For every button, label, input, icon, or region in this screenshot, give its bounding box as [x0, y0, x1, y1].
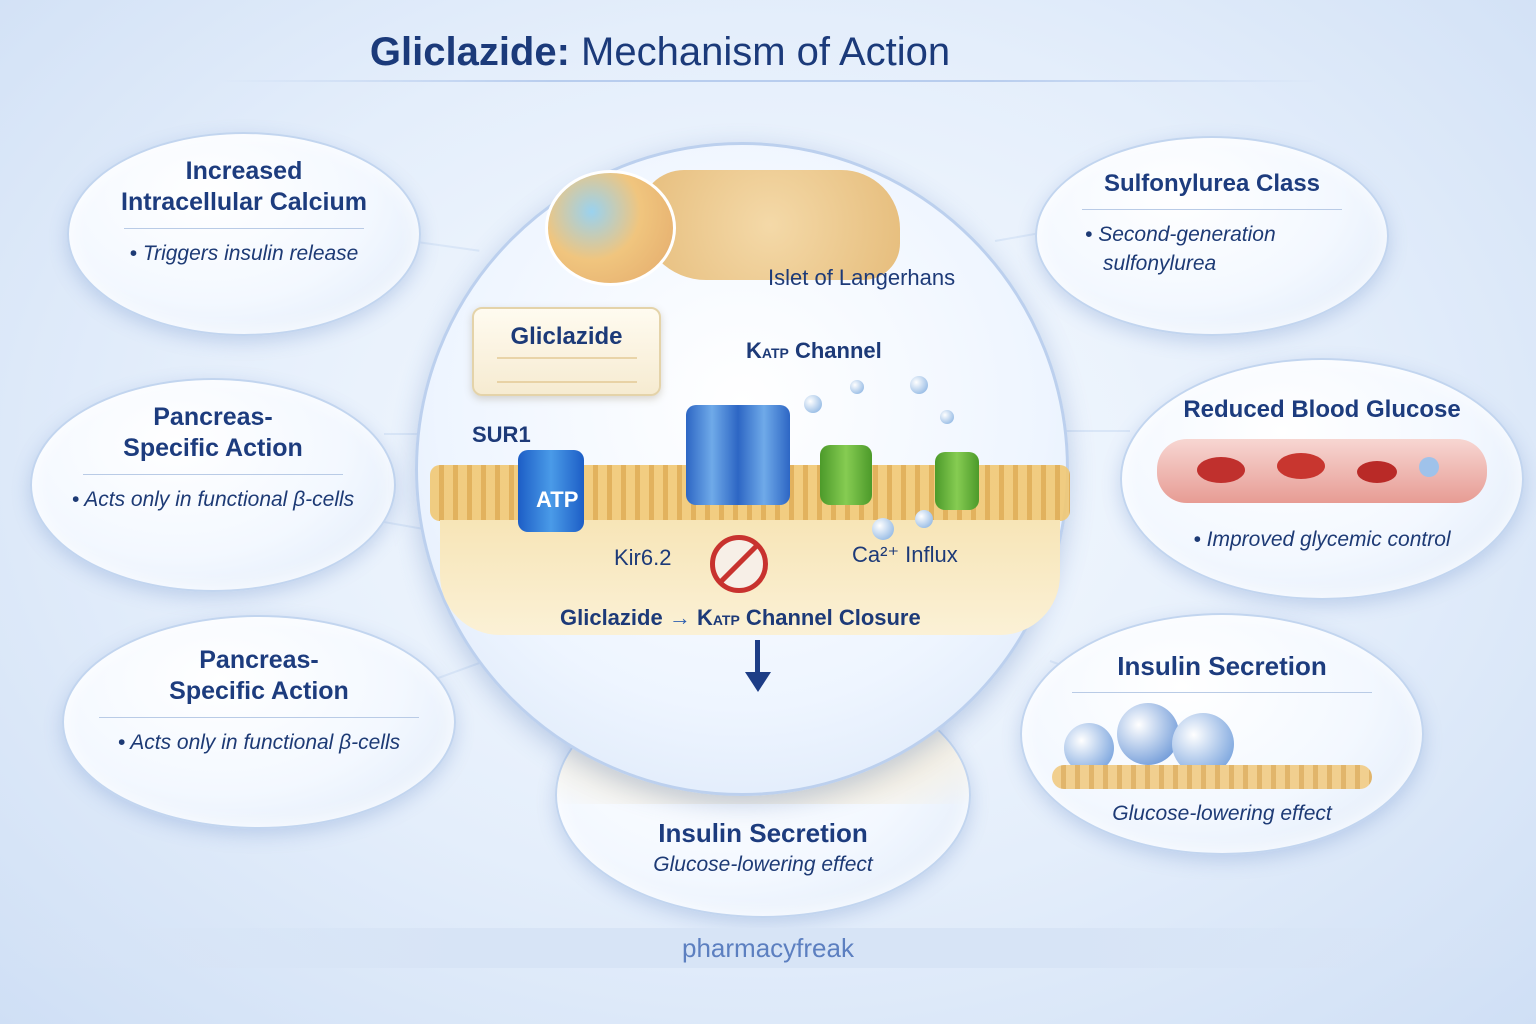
- insulin-granule: [1064, 723, 1114, 773]
- calcium-channel: [820, 445, 872, 505]
- bubble-heading: Specific Action: [123, 434, 303, 462]
- bubble-heading: Insulin Secretion: [658, 818, 868, 848]
- red-blood-cell: [1277, 453, 1325, 479]
- bubble-heading: Reduced Blood Glucose: [1183, 396, 1461, 423]
- insulin-granule: [1117, 703, 1179, 765]
- katp-channel-label: KATP Channel: [746, 338, 882, 363]
- ion-dot: [910, 376, 928, 394]
- gliclazide-drug-box: Gliclazide: [472, 307, 661, 396]
- arrow-down-head-icon: [745, 672, 771, 692]
- bubble-intracellular-calcium: Increased Intracellular Calcium • Trigge…: [67, 132, 421, 336]
- bubble-sulfonylurea-class: Sulfonylurea Class • Second-generation s…: [1035, 136, 1389, 336]
- bubble-caption: Glucose-lowering effect: [1112, 802, 1332, 825]
- blocked-icon: [710, 535, 768, 593]
- arrow-down-icon: [755, 640, 760, 680]
- katp-channel: [686, 405, 790, 505]
- bubble-heading: Increased: [185, 157, 303, 185]
- bubble-reduced-blood-glucose: Reduced Blood Glucose • Improved glycemi…: [1120, 358, 1524, 600]
- blood-vessel-illustration: [1157, 439, 1487, 503]
- insulin-granules-illustration: [1022, 703, 1422, 793]
- bubble-insulin-secretion-right: Insulin Secretion Glucose-lowering effec…: [1020, 613, 1424, 855]
- calcium-influx-label: Ca²⁺ Influx: [852, 542, 958, 567]
- red-blood-cell: [1197, 457, 1245, 483]
- bubble-divider: [99, 717, 419, 718]
- title-divider: [220, 80, 1320, 82]
- bubble-divider: [1072, 692, 1372, 693]
- ion-dot: [940, 410, 954, 424]
- pancreas-illustration: [640, 170, 900, 280]
- bubble-heading: Intracellular Calcium: [121, 188, 367, 216]
- bubble-bullet: • Acts only in functional β-cells: [117, 731, 401, 754]
- bubble-heading: Pancreas-: [199, 646, 319, 674]
- calcium-channel: [935, 452, 979, 510]
- connector-line: [384, 433, 444, 435]
- islet-label: Islet of Langerhans: [768, 265, 956, 290]
- bubble-pancreas-specific-1: Pancreas- Specific Action • Acts only in…: [30, 378, 396, 592]
- bubble-bullet-continued: sulfonylurea: [1103, 252, 1217, 275]
- islet-illustration: [545, 170, 676, 286]
- insulin-granule: [1172, 713, 1234, 775]
- bubble-heading: Insulin Secretion: [1117, 651, 1327, 681]
- red-blood-cell: [1357, 461, 1397, 483]
- bubble-caption: Glucose-lowering effect: [653, 853, 873, 876]
- atp-label: ATP: [536, 487, 579, 512]
- sur1-channel: [518, 450, 584, 532]
- bubble-bullet: • Acts only in functional β-cells: [71, 488, 355, 511]
- sur1-label: SUR1: [472, 422, 531, 447]
- bubble-heading: Pancreas-: [153, 403, 273, 431]
- kir-label: Kir6.2: [614, 545, 672, 570]
- drug-label: Gliclazide: [510, 323, 623, 350]
- closure-caption: Gliclazide → KATP Channel Closure: [560, 605, 921, 630]
- bubble-heading: Sulfonylurea Class: [1103, 170, 1321, 197]
- ion-dot: [850, 380, 864, 394]
- bubble-divider: [83, 474, 343, 475]
- membrane-strip: [1052, 765, 1372, 789]
- footer-brand: pharmacyfreak: [0, 928, 1536, 968]
- ion-dot: [872, 518, 894, 540]
- glucose-molecule: [1419, 457, 1439, 477]
- bubble-divider: [1082, 209, 1342, 210]
- bubble-heading: Specific Action: [169, 677, 349, 705]
- page-title: Gliclazide: Mechanism of Action: [369, 30, 951, 74]
- molecule-structure-icon: [496, 357, 637, 383]
- ion-dot: [915, 510, 933, 528]
- bubble-bullet: • Second-generation: [1085, 223, 1276, 246]
- arrow-right-icon: →: [662, 605, 697, 630]
- bubble-divider: [124, 228, 364, 229]
- bubble-pancreas-specific-2: Pancreas- Specific Action • Acts only in…: [62, 615, 456, 829]
- connector-line: [1060, 430, 1130, 432]
- bubble-bullet: • Triggers insulin release: [129, 242, 359, 265]
- bubble-bullet: • Improved glycemic control: [1193, 528, 1451, 551]
- ion-dot: [804, 395, 822, 413]
